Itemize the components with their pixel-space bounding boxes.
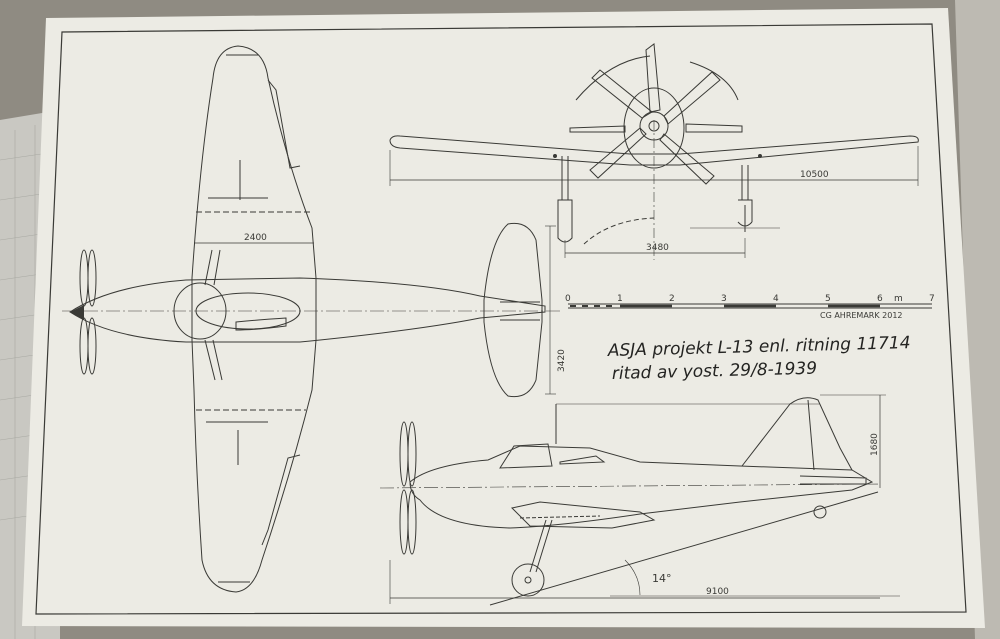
- scale-tick-2: 2: [669, 294, 675, 304]
- ground-line: [489, 491, 879, 606]
- front-view-gear-right: [737, 165, 753, 232]
- top-view-fuselage: [69, 277, 546, 343]
- scale-tick-4: 4: [773, 294, 779, 304]
- front-view: [389, 43, 919, 260]
- right-underlying-sheet: [955, 0, 1000, 639]
- dim-ground-angle: 14°: [652, 572, 672, 585]
- front-view-propeller: [569, 43, 743, 185]
- dim-height: 1680: [870, 433, 880, 456]
- paper-sheet: [22, 8, 985, 628]
- dim-wing-chord: 2400: [244, 233, 267, 243]
- front-view-fuselage: [623, 87, 685, 169]
- side-view-wheel: [511, 563, 545, 597]
- aileron-upper: [267, 79, 301, 169]
- side-view-fin: [741, 397, 853, 471]
- top-view: [62, 45, 560, 593]
- dim-gear-track: 3480: [646, 243, 669, 253]
- drawing-border: [35, 23, 967, 615]
- side-view-fuselage: [409, 445, 874, 529]
- scale-unit: m: [894, 294, 903, 304]
- scale-tick-1: 1: [617, 294, 623, 304]
- scale-tick-0: 0: [565, 294, 571, 304]
- side-view-canopy: [499, 443, 553, 469]
- front-view-gear-left: [557, 156, 573, 243]
- aileron-lower: [261, 454, 301, 546]
- top-view-wing: [191, 45, 317, 593]
- dim-tailplane-span: 3420: [557, 349, 567, 372]
- side-view: [379, 394, 900, 606]
- scale-tick-3: 3: [721, 294, 727, 304]
- front-view-wing: [389, 135, 919, 166]
- side-view-gear: [529, 519, 553, 573]
- scale-tick-5: 5: [825, 294, 831, 304]
- signature: CG AHREMARK 2012: [820, 311, 903, 320]
- dim-length: 9100: [706, 587, 729, 597]
- dim-wingspan: 10500: [800, 170, 829, 180]
- scale-tick-7: 7: [929, 294, 935, 304]
- top-view-tailplane: [483, 222, 543, 398]
- scale-tick-6: 6: [877, 294, 883, 304]
- scale-bar: [568, 303, 932, 309]
